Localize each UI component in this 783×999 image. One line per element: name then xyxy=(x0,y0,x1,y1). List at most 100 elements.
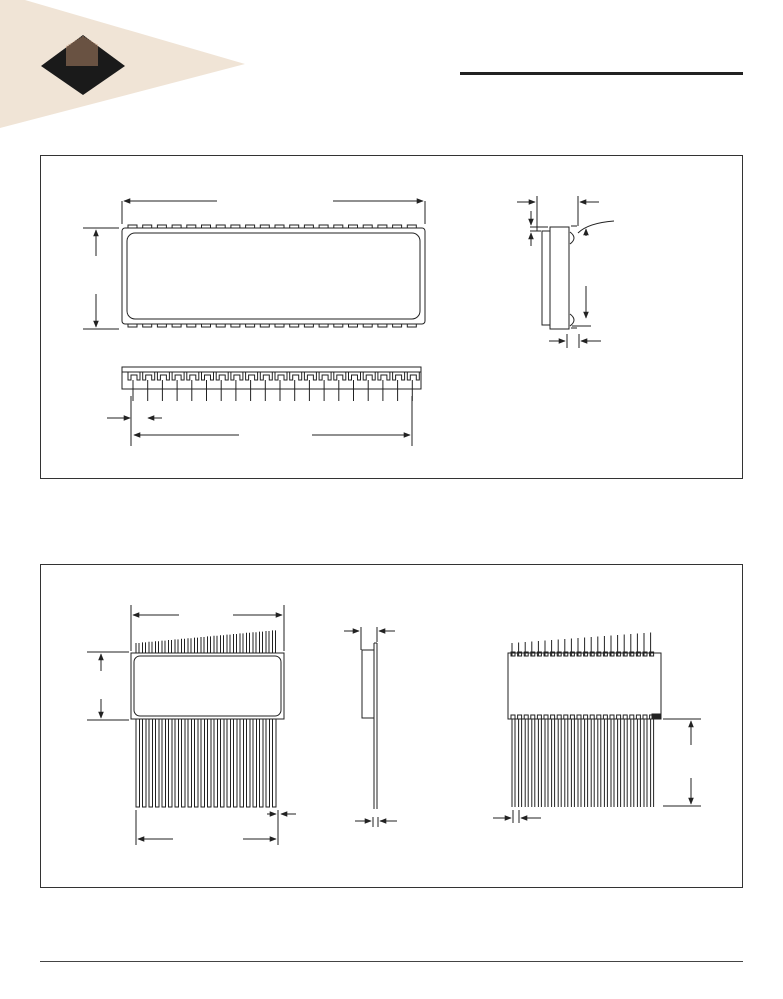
dip-pad xyxy=(245,323,256,328)
dip-pad xyxy=(186,224,197,229)
header-graphic xyxy=(0,0,245,128)
dip-top-view xyxy=(121,227,426,325)
dip-package-panel xyxy=(40,155,743,479)
dip-pad xyxy=(230,323,241,328)
flatpack-bottom-lead xyxy=(207,718,212,808)
flatpack-bottom-lead xyxy=(174,718,179,808)
dip-lead-shoulder xyxy=(274,372,288,381)
dip-pad xyxy=(156,224,167,229)
dip-pad xyxy=(406,323,417,328)
dip-lead-shoulder xyxy=(377,372,391,381)
dip-package-drawing xyxy=(83,196,615,446)
formed-pad xyxy=(583,651,589,657)
flatpack-bottom-lead xyxy=(168,718,173,808)
formed-pad xyxy=(523,714,529,720)
formed-pad xyxy=(609,714,615,720)
formed-pad xyxy=(622,651,628,657)
flatpack-side-view xyxy=(361,642,378,809)
dip-end-view xyxy=(541,225,577,330)
dip-pad xyxy=(259,323,270,328)
dip-pad xyxy=(215,224,226,229)
dip-pad xyxy=(259,224,270,229)
flatpack-bottom-lead xyxy=(220,718,225,808)
dip-pad xyxy=(142,323,153,328)
formed-pad xyxy=(543,714,549,720)
formed-pad xyxy=(556,714,562,720)
dip-pad xyxy=(318,224,329,229)
flatpack-bottom-lead xyxy=(239,718,244,808)
formed-pad xyxy=(649,714,655,720)
flatpack-package-panel xyxy=(40,564,743,888)
formed-pad xyxy=(550,651,556,657)
formed-pad xyxy=(530,714,536,720)
dip-pad xyxy=(171,224,182,229)
formed-pad xyxy=(576,714,582,720)
dip-pad xyxy=(333,224,344,229)
formed-pad xyxy=(517,651,523,657)
dip-lead-shoulder xyxy=(362,372,376,381)
dip-lead-shoulder xyxy=(230,372,244,381)
formed-pad xyxy=(635,714,641,720)
dip-lead-shoulder xyxy=(156,372,170,381)
formed-pad xyxy=(563,651,569,657)
formed-pad xyxy=(530,651,536,657)
dip-lead-shoulder xyxy=(127,372,141,381)
formed-pad xyxy=(616,714,622,720)
dip-pad xyxy=(156,323,167,328)
formed-pad xyxy=(550,714,556,720)
dip-lead-shoulder xyxy=(186,372,200,381)
dip-pad xyxy=(377,224,388,229)
dip-lead-shoulder xyxy=(289,372,303,381)
dip-pad xyxy=(142,224,153,229)
flatpack-bottom-lead xyxy=(265,718,270,808)
dip-pad xyxy=(377,323,388,328)
formed-pad xyxy=(563,714,569,720)
diamond-logo-icon xyxy=(41,35,125,95)
formed-pad xyxy=(622,714,628,720)
formed-pad xyxy=(596,651,602,657)
flatpack-bottom-lead xyxy=(187,718,192,808)
dip-pad xyxy=(318,323,329,328)
formed-pad xyxy=(629,651,635,657)
flatpack-bottom-lead xyxy=(252,718,257,808)
formed-pad xyxy=(602,714,608,720)
dip-pad xyxy=(303,323,314,328)
dip-side-view xyxy=(121,366,422,390)
formed-pad xyxy=(635,651,641,657)
dip-lead-shoulder xyxy=(142,372,156,381)
dip-pad xyxy=(127,224,138,229)
formed-pad xyxy=(609,651,615,657)
flatpack-bottom-lead xyxy=(233,718,238,808)
dip-pad xyxy=(362,323,373,328)
dip-pad xyxy=(127,323,138,328)
formed-pad xyxy=(642,651,648,657)
flatpack-bottom-lead xyxy=(181,718,186,808)
formed-pad xyxy=(510,651,516,657)
flatpack-bottom-lead xyxy=(226,718,231,808)
dip-lead-shoulder xyxy=(215,372,229,381)
formed-pad xyxy=(543,651,549,657)
formed-pad xyxy=(589,714,595,720)
flatpack-lead-row-left xyxy=(135,630,277,808)
dip-pad xyxy=(362,224,373,229)
formed-pad xyxy=(589,651,595,657)
formed-pad xyxy=(569,714,575,720)
formed-pad xyxy=(649,651,655,657)
dip-lead-shoulder xyxy=(392,372,406,381)
dip-lead-shoulder xyxy=(171,372,185,381)
flatpack-bottom-lead xyxy=(161,718,166,808)
dip-pad xyxy=(274,323,285,328)
dip-lead-shoulder xyxy=(318,372,332,381)
formed-pad xyxy=(517,714,523,720)
flatpack-bottom-lead xyxy=(259,718,264,808)
dip-pad xyxy=(171,323,182,328)
dip-lead-shoulder xyxy=(201,372,214,381)
flatpack-lead-row-right xyxy=(510,632,655,807)
flatpack-bottom-lead xyxy=(213,718,218,808)
flatpack-bottom-lead xyxy=(272,718,277,808)
dip-lead-shoulder xyxy=(406,372,420,381)
formed-pad xyxy=(629,714,635,720)
dip-lead-shoulder xyxy=(348,372,361,381)
formed-pad xyxy=(616,651,622,657)
formed-pad xyxy=(556,651,562,657)
